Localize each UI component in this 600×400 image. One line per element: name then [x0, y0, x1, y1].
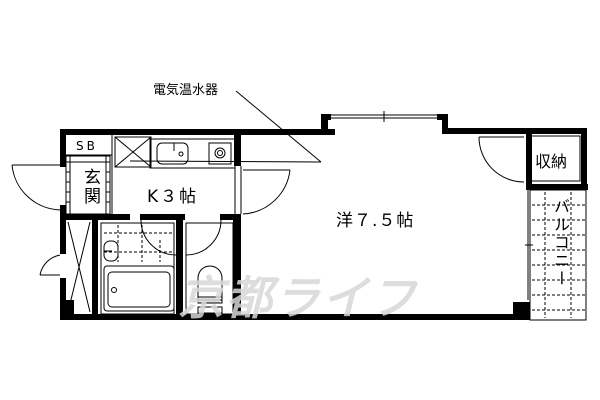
room-label-entrance: 玄関	[80, 168, 100, 206]
watermark: 京都ライフ	[178, 271, 418, 325]
fixtures	[11, 90, 587, 321]
room-label-western-room: 洋７.５帖	[336, 211, 415, 231]
room-label-balcony: バルコニー	[551, 198, 570, 288]
room-label-sb: SB	[76, 139, 98, 153]
water-heater-label: 電気温水器	[153, 83, 219, 98]
walls	[60, 114, 588, 320]
room-label-kitchen: K３帖	[147, 187, 199, 207]
room-label-storage: 収納	[535, 152, 568, 171]
